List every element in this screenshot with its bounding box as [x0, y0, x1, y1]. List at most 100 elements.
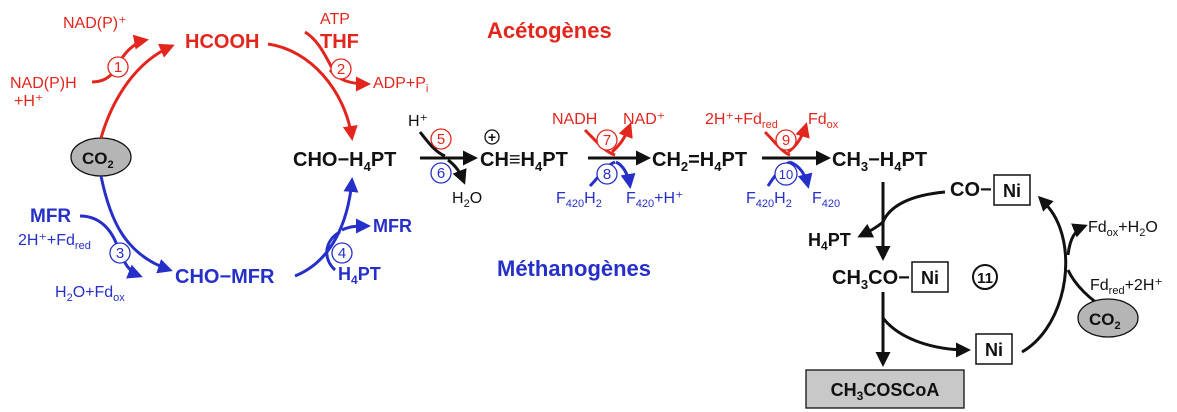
h4pt-release-sub: 4 [821, 239, 828, 253]
adp-pi-label: ADP+Pi [373, 75, 428, 95]
step-9-number: 9 [782, 132, 790, 149]
product-sub: 3 [857, 389, 864, 403]
h4pt-release-text-b: PT [828, 230, 851, 250]
co2-node: CO2 [70, 137, 132, 177]
co-label: CO− [950, 179, 992, 201]
ni-label-middle: Ni [921, 268, 939, 288]
co2-right-subscript: 2 [1115, 320, 1121, 332]
ni-box-top: Ni [993, 174, 1031, 206]
svg-text:CO2: CO2 [1089, 310, 1121, 332]
step10-in-text-a: F [746, 190, 756, 207]
h2o-text-a: H [452, 190, 464, 207]
nad-plus-label: NAD⁺ [623, 111, 665, 128]
thf-label: THF [320, 31, 359, 53]
nadph-label: NAD(P)H [10, 75, 77, 92]
f420h2-sub-b: 2 [596, 198, 602, 210]
arrow-f420-out [615, 160, 636, 189]
h-fdred-text: 2H⁺+Fd [18, 232, 75, 249]
step-6-badge: 6 [430, 162, 452, 184]
step-2-badge: 2 [330, 58, 352, 80]
arrow-fdox-out [787, 122, 810, 154]
h4pt-in-sub: 4 [351, 273, 358, 287]
h2o-fdox-text-b: O+Fd [73, 284, 113, 301]
arrow-ni-to-co-ni [1021, 195, 1068, 354]
ch2-text-b: =H [688, 149, 714, 171]
arrow-atp-thf-in [304, 30, 334, 69]
fdred-h-text-a: Fd [1090, 277, 1109, 294]
ch3co-text-a: CH [832, 267, 861, 289]
ni-label-top: Ni [1003, 181, 1021, 201]
ch2-text-c: PT [721, 149, 747, 171]
ni-box-bottom: Ni [975, 333, 1013, 365]
h4pt-in-label: H4PT [338, 264, 381, 287]
f420-h-sub: 420 [636, 198, 654, 210]
step-7-badge: 7 [596, 129, 618, 151]
step10-in-label: F420H2 [746, 190, 792, 210]
step-4-badge: 4 [331, 242, 353, 264]
step-3-number: 3 [116, 245, 124, 262]
acetogens-title: Acétogènes [487, 18, 612, 43]
cho-mfr-label: CHO−MFR [175, 266, 275, 288]
product-text-b: COSCoA [863, 380, 939, 400]
h4pt-in-text-a: H [338, 264, 351, 284]
step-8-badge: 8 [596, 163, 618, 185]
cho-h4pt-label: CHO−H4PT [293, 149, 396, 174]
step-6-number: 6 [437, 165, 445, 182]
step-11-number: 11 [977, 270, 993, 287]
arrow-h4pt-in [325, 230, 341, 272]
step-10-number: 10 [779, 167, 793, 182]
step-11-badge: 11 [972, 264, 998, 290]
hcooh-label: HCOOH [185, 31, 259, 53]
arrow-hcooh-to-cho-h4pt [267, 42, 358, 141]
f420-h-text-a: F [626, 190, 636, 207]
arrow-h-plus-in [418, 131, 446, 158]
step-4-number: 4 [338, 245, 346, 262]
h4pt-release-text-a: H [808, 230, 821, 250]
arrow-mfr-out [341, 218, 371, 234]
f420h2-label: F420H2 [556, 190, 602, 210]
f420-h-text-b: +H⁺ [654, 190, 683, 207]
arrow-co2-to-cho-mfr [99, 175, 173, 274]
step9-in-label: 2H⁺+Fdred [705, 111, 778, 131]
fdox-h2o-text-c: O [1145, 219, 1157, 236]
acetyl-coa-label: CH3COSCoA [831, 380, 940, 403]
step-10-badge: 10 [774, 162, 798, 186]
co2-right-node: CO2 [1077, 298, 1139, 338]
arrow-to-ni-free [881, 317, 971, 358]
nadh-label: NADH [552, 111, 597, 128]
mfr-out-label: MFR [373, 216, 412, 236]
step10-in-text-b: H [774, 190, 786, 207]
ch3-text-c: PT [901, 149, 927, 171]
fdox-h2o-sub-b: 2 [1139, 227, 1145, 239]
ni-label-bottom: Ni [985, 340, 1003, 360]
ch3-sub-b: 4 [894, 159, 902, 174]
step10-out-text: F [812, 190, 822, 207]
co2-subscript: 2 [108, 159, 114, 171]
h2o-fdox-label: H2O+Fdox [55, 284, 125, 304]
ch2-h4pt-label: CH2=H4PT [652, 149, 747, 174]
fdred-h-sub: red [1109, 285, 1125, 297]
arrow-f420-out-10 [789, 160, 813, 189]
h-fdred-label: 2H⁺+Fdred [18, 232, 91, 252]
step-5-badge: 5 [430, 128, 452, 150]
step9-out-sub: ox [827, 119, 839, 131]
svg-text:CO2: CO2 [82, 149, 114, 171]
methanogens-title: Méthanogènes [497, 256, 651, 281]
step-7-number: 7 [603, 132, 611, 149]
h4pt-release-label: H4PT [808, 230, 851, 253]
ch2-sub-a: 2 [681, 159, 688, 174]
step-3-badge: 3 [109, 242, 131, 264]
h2o-text-b: O [470, 190, 482, 207]
arrow-cho-mfr-to-cho-h4pt [294, 177, 359, 278]
ch-h4pt-text-b: PT [542, 149, 568, 171]
acetyl-coa-box: CH3COSCoA [805, 369, 965, 409]
arrow-h2o-out [447, 158, 467, 185]
h2o-sub: 2 [464, 198, 470, 210]
ch3co-text-b: CO− [868, 267, 910, 289]
step10-in-sub-b: 2 [786, 198, 792, 210]
step-9-badge: 9 [775, 129, 797, 151]
f420-h-label: F420+H⁺ [626, 190, 683, 210]
fdox-h2o-text-a: Fd [1088, 219, 1107, 236]
